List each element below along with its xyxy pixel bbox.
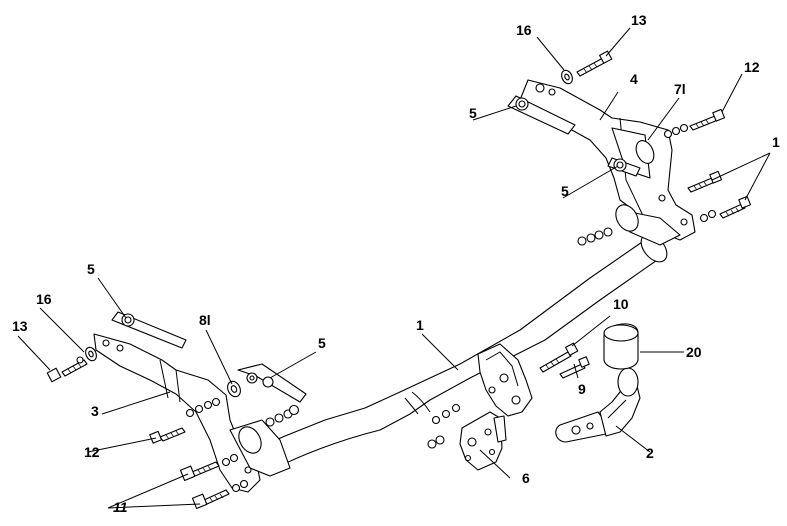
label-10: 10	[613, 296, 629, 312]
label-11: 11	[113, 499, 128, 515]
label-12-top: 12	[744, 59, 760, 75]
label-9: 9	[578, 381, 586, 397]
bolt-13-top	[561, 50, 613, 85]
tow-ball-neck	[555, 367, 641, 443]
label-16-left: 16	[36, 291, 52, 307]
strap-plate-center	[237, 363, 307, 403]
bolt-11-upper	[179, 453, 239, 481]
bolt-11-lower	[191, 479, 249, 509]
label-13-left: 13	[12, 318, 28, 334]
central-mount-bracket	[477, 343, 533, 417]
label-16-top: 16	[516, 22, 532, 38]
label-5-top: 5	[469, 105, 477, 121]
bolt-1-upper	[687, 170, 723, 193]
bolt-13-left	[46, 346, 97, 383]
socket-plate	[459, 411, 507, 471]
washer-8-left	[227, 380, 241, 398]
ball-cover	[603, 323, 639, 370]
label-20: 20	[686, 344, 702, 360]
label-5-center: 5	[318, 335, 326, 351]
strap-plate-right-mid	[607, 157, 641, 177]
label-6: 6	[522, 470, 530, 486]
label-1-top: 1	[772, 134, 780, 150]
bolt-9	[559, 356, 590, 379]
right-side-bracket	[519, 79, 696, 246]
label-5-left: 5	[87, 261, 95, 277]
label-13-top: 13	[631, 12, 647, 28]
label-2: 2	[646, 445, 654, 461]
strap-plate-top	[507, 95, 576, 135]
label-1-center: 1	[416, 317, 424, 333]
label-3: 3	[91, 403, 99, 419]
nuts-socket	[427, 403, 461, 449]
label-8: 8l	[199, 312, 211, 328]
bolt-10	[539, 342, 579, 373]
label-12-left: 12	[84, 444, 100, 460]
bolt-12-top	[663, 108, 726, 139]
label-5-mid: 5	[561, 183, 569, 199]
nuts-left-center	[185, 397, 300, 427]
bolt-12-left	[149, 427, 186, 444]
label-4: 4	[630, 71, 638, 87]
bolt-1-lower	[699, 195, 752, 223]
left-side-bracket	[93, 333, 291, 493]
label-7: 7l	[674, 81, 686, 97]
leader-lines	[17, 27, 771, 509]
nuts-right-beam	[577, 227, 613, 246]
